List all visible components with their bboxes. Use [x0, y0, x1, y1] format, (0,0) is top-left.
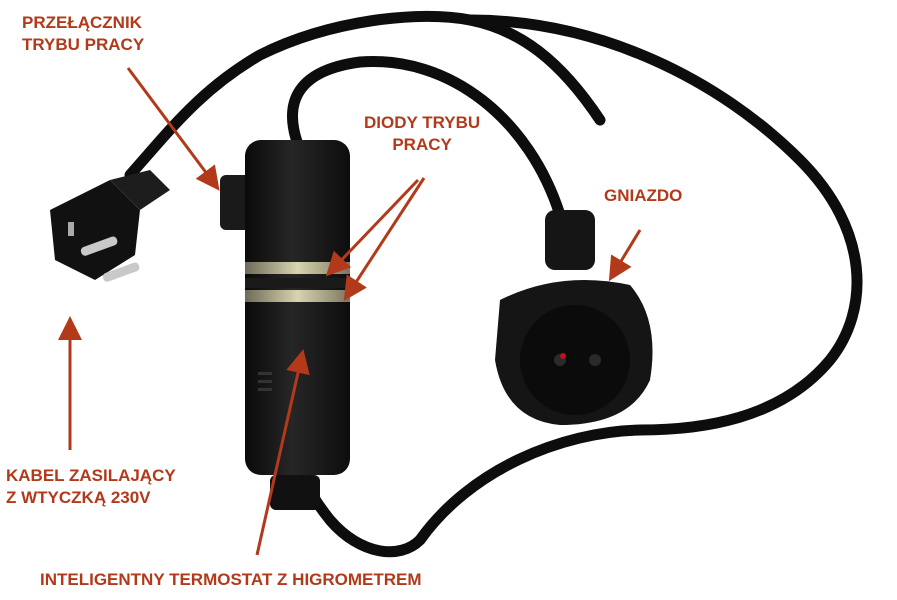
arrow-socket: [608, 229, 642, 282]
label-power-cable: KABEL ZASILAJĄCY Z WTYCZKĄ 230V: [6, 466, 176, 507]
cable-outer-loop: [294, 14, 863, 558]
label-socket: GNIAZDO: [604, 186, 683, 205]
arrow-thermostat: [255, 349, 310, 556]
thermostat-body: [245, 140, 350, 510]
arrow-led-2: [343, 177, 426, 302]
power-cable-loop: [287, 55, 566, 221]
label-mode-switch: PRZEŁĄCZNIK TRYBU PRACY: [22, 13, 145, 54]
extension-socket: [495, 210, 653, 425]
mode-switch: [220, 175, 252, 230]
power-plug: [50, 170, 170, 282]
arrow-switch: [126, 67, 220, 191]
arrow-led-1: [325, 178, 420, 277]
label-thermostat: INTELIGENTNY TERMOSTAT Z HIGROMETREM: [40, 570, 422, 589]
power-cable: [124, 10, 606, 181]
label-mode-leds: DIODY TRYBU PRACY: [364, 113, 481, 154]
